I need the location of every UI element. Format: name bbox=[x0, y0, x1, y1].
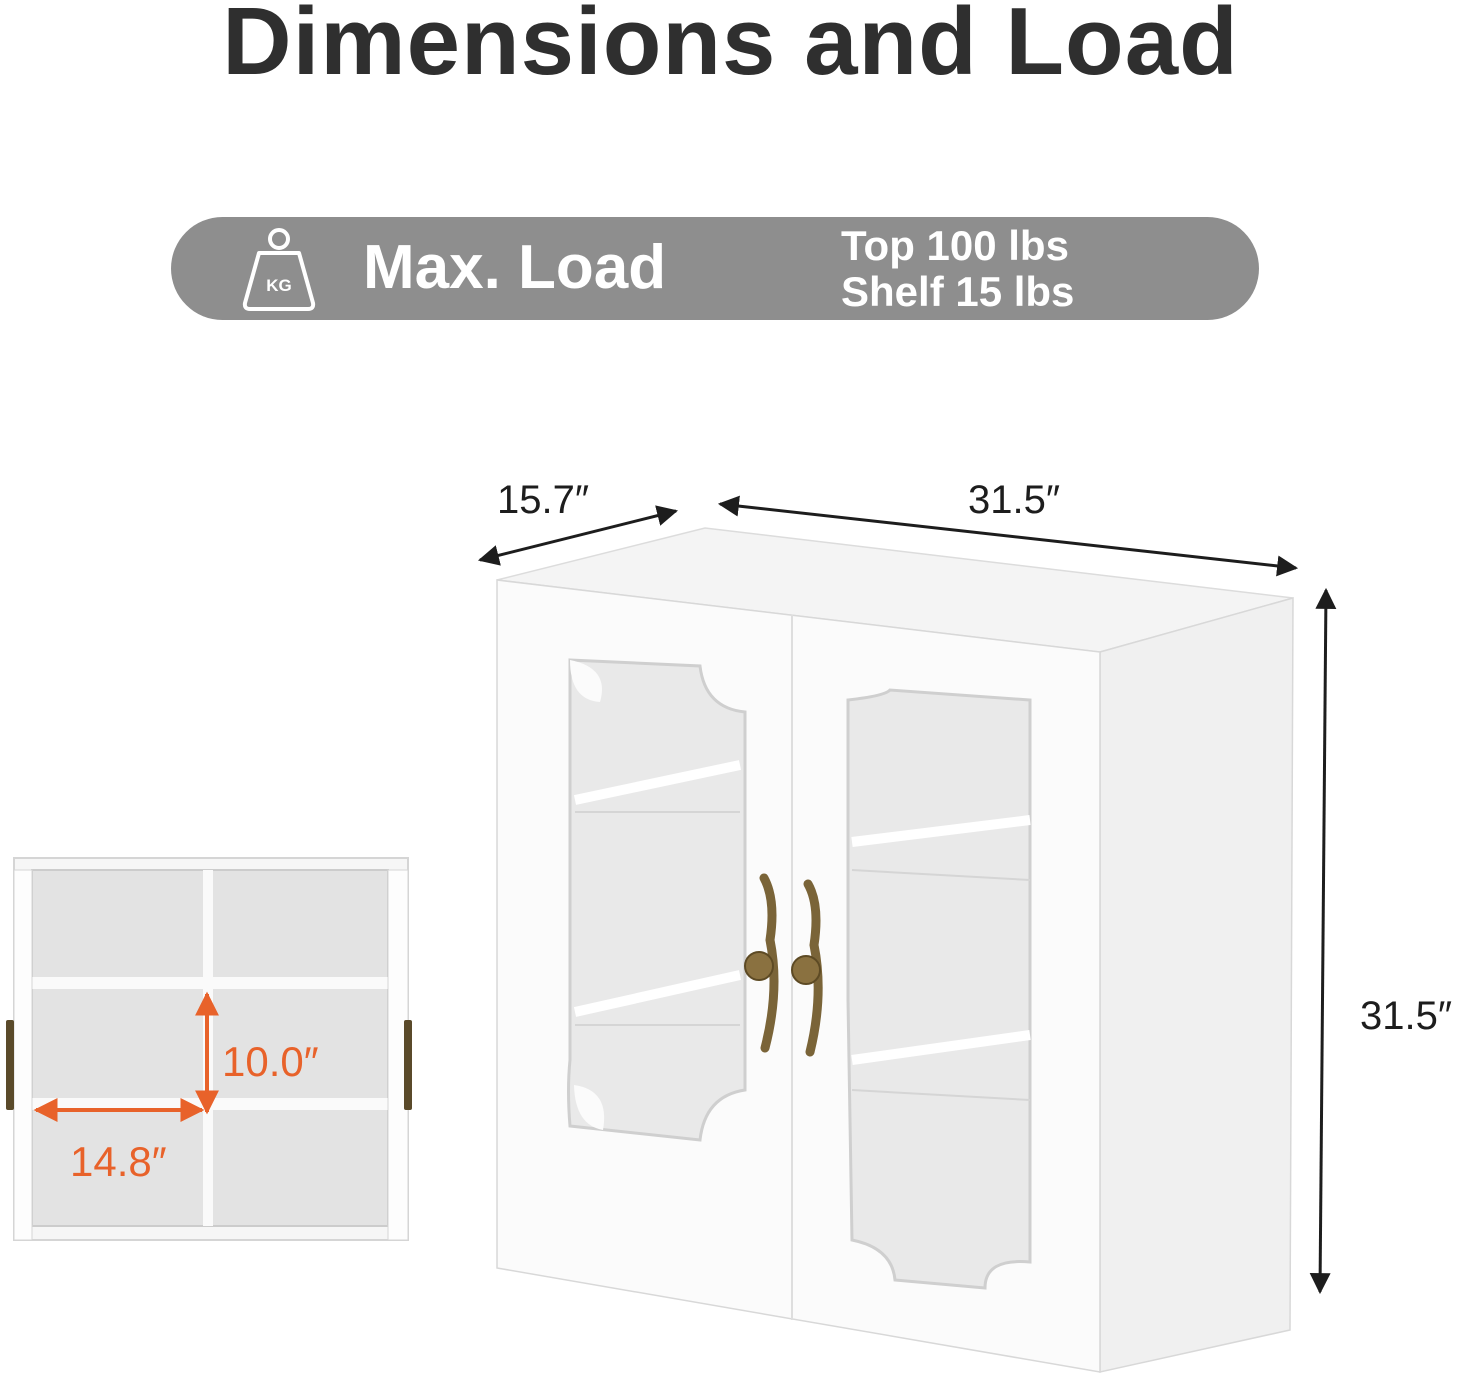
max-load-label: Max. Load bbox=[363, 233, 667, 302]
shelf-height-label: 10.0″ bbox=[222, 1038, 319, 1085]
height-arrow bbox=[1309, 587, 1337, 1295]
kg-icon-text: KG bbox=[266, 276, 292, 295]
load-values: Top 100 lbs Shelf 15 lbs bbox=[841, 223, 1074, 315]
width-arrow bbox=[717, 495, 1299, 577]
depth-arrow bbox=[477, 505, 679, 566]
door-handle-right bbox=[791, 879, 823, 1057]
shelf-load-value: Shelf 15 lbs bbox=[841, 268, 1075, 315]
main-cabinet bbox=[496, 527, 1294, 1373]
top-load-value: Top 100 lbs bbox=[841, 222, 1069, 269]
depth-label: 15.7″ bbox=[497, 478, 590, 522]
open-cabinet bbox=[6, 857, 412, 1241]
weight-kg-icon: KG bbox=[242, 228, 316, 311]
max-load-banner: KG Max. Load Top 100 lbs Shelf 15 lbs bbox=[171, 217, 1259, 320]
page-title: Dimensions and Load bbox=[222, 0, 1239, 95]
shelf-width-label: 14.8″ bbox=[70, 1138, 167, 1185]
height-label: 31.5″ bbox=[1360, 994, 1453, 1038]
door-handle-left bbox=[744, 873, 779, 1053]
width-label: 31.5″ bbox=[968, 478, 1061, 522]
